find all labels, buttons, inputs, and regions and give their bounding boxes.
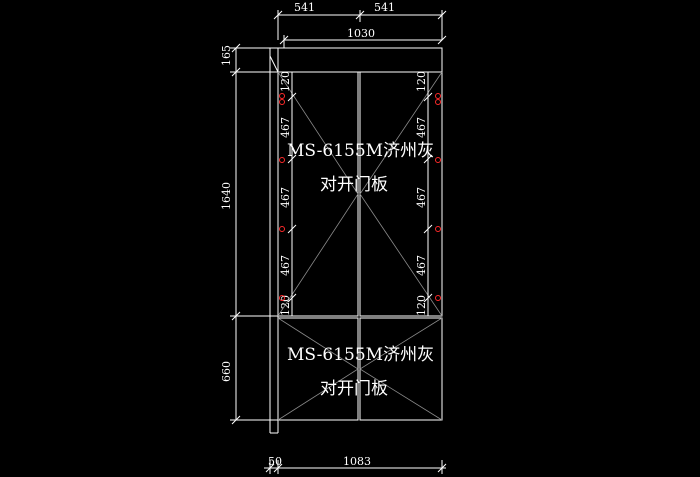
hinge-right-4 — [435, 295, 441, 301]
bottom-dim-side: 50 — [268, 455, 282, 468]
hinge-right-3 — [435, 226, 441, 232]
left-dim-lower: 660 — [220, 361, 233, 382]
bottom-dim-overall: 1083 — [343, 455, 371, 468]
left-dimension-lines — [230, 43, 278, 425]
hinge-right-2 — [435, 157, 441, 163]
hinge-left-4 — [279, 295, 285, 301]
top-dim-right: 541 — [374, 1, 395, 14]
left-dim-upper: 1640 — [220, 182, 233, 210]
upper-panel-line1: MS-6155M济州灰 — [287, 141, 434, 161]
hinge-dim-lines — [287, 72, 433, 316]
hinge-dim-left-2: 467 — [279, 117, 292, 138]
top-dim-overall: 1030 — [347, 27, 375, 40]
lower-panel-line2: 对开门板 — [320, 379, 388, 399]
top-dimension-lines — [273, 10, 447, 48]
hinge-left-2 — [279, 157, 285, 163]
hinge-markers — [279, 93, 441, 301]
hinge-left-1 — [279, 93, 285, 99]
hinge-dim-right-1: 120 — [415, 71, 428, 92]
top-dim-left: 541 — [294, 1, 315, 14]
cabinet-outline — [269, 47, 443, 434]
hinge-dim-right-5: 120 — [415, 295, 428, 316]
bottom-dimension-lines — [264, 460, 447, 474]
hinge-left-3 — [279, 226, 285, 232]
hinge-dim-right-3: 467 — [415, 187, 428, 208]
hinge-dim-left-4: 467 — [279, 255, 292, 276]
lower-door-pair — [277, 317, 443, 421]
hinge-right-1b — [435, 99, 441, 105]
hinge-right-1 — [435, 93, 441, 99]
hinge-dim-right-4: 467 — [415, 255, 428, 276]
hinge-dim-left-3: 467 — [279, 187, 292, 208]
left-dim-top: 165 — [220, 45, 233, 66]
hinge-left-1b — [279, 99, 285, 105]
upper-door-pair — [277, 71, 443, 317]
upper-panel-line2: 对开门板 — [320, 175, 388, 195]
hinge-dim-right-2: 467 — [415, 117, 428, 138]
hinge-dim-left-1: 120 — [279, 71, 292, 92]
hinge-dim-left-5: 120 — [279, 295, 292, 316]
lower-panel-line1: MS-6155M济州灰 — [287, 345, 434, 365]
